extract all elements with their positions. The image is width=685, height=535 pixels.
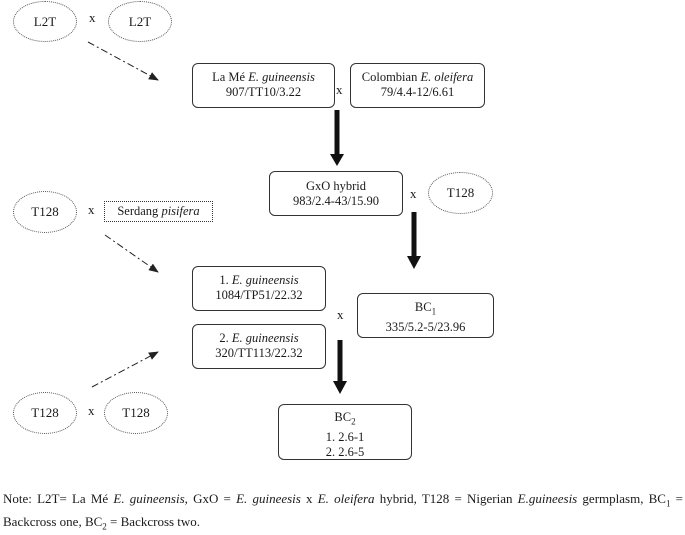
oval-t128-right: T128 — [428, 172, 493, 214]
dashdot-arrow-top — [87, 41, 159, 81]
box-guineensis-2: 2. E. guineensis 320/TT113/22.32 — [192, 324, 326, 369]
oval-t128-bottom-left: T128 — [13, 392, 77, 434]
box-la-me-guineensis: La Mé E. guineensis 907/TT10/3.22 — [192, 63, 335, 108]
thick-arrow-1 — [330, 110, 344, 166]
oval-l2t-left: L2T — [13, 1, 77, 42]
thick-arrow-3 — [333, 340, 347, 394]
box-serdang-pisifera: Serdang pisifera — [104, 201, 213, 222]
dashdot-arrow-middle — [104, 234, 159, 273]
cross-symbol: x — [88, 403, 95, 418]
box-gxo-hybrid: GxO hybrid 983/2.4-43/15.90 — [269, 171, 403, 216]
cross-symbol: x — [337, 307, 344, 322]
box-colombian-oleifera: Colombian E. oleifera 79/4.4-12/6.61 — [350, 63, 485, 108]
thick-arrow-2 — [407, 212, 421, 269]
box-bc1: BC1 335/5.2-5/23.96 — [357, 293, 494, 338]
oval-t128-bottom-right: T128 — [104, 392, 168, 434]
cross-symbol: x — [88, 202, 95, 217]
cross-symbol: x — [89, 10, 96, 25]
oval-t128-left: T128 — [13, 191, 77, 233]
cross-symbol: x — [410, 186, 417, 201]
box-guineensis-1: 1. E. guineensis 1084/TP51/22.32 — [192, 266, 326, 311]
cross-symbol: x — [336, 82, 343, 97]
dashdot-arrow-bottom — [91, 351, 159, 388]
figure-note: Note: L2T= La Mé E. guineensis, GxO = E.… — [3, 491, 684, 532]
oval-l2t-right: L2T — [108, 1, 172, 42]
box-bc2: BC2 1. 2.6-1 2. 2.6-5 — [278, 404, 412, 460]
